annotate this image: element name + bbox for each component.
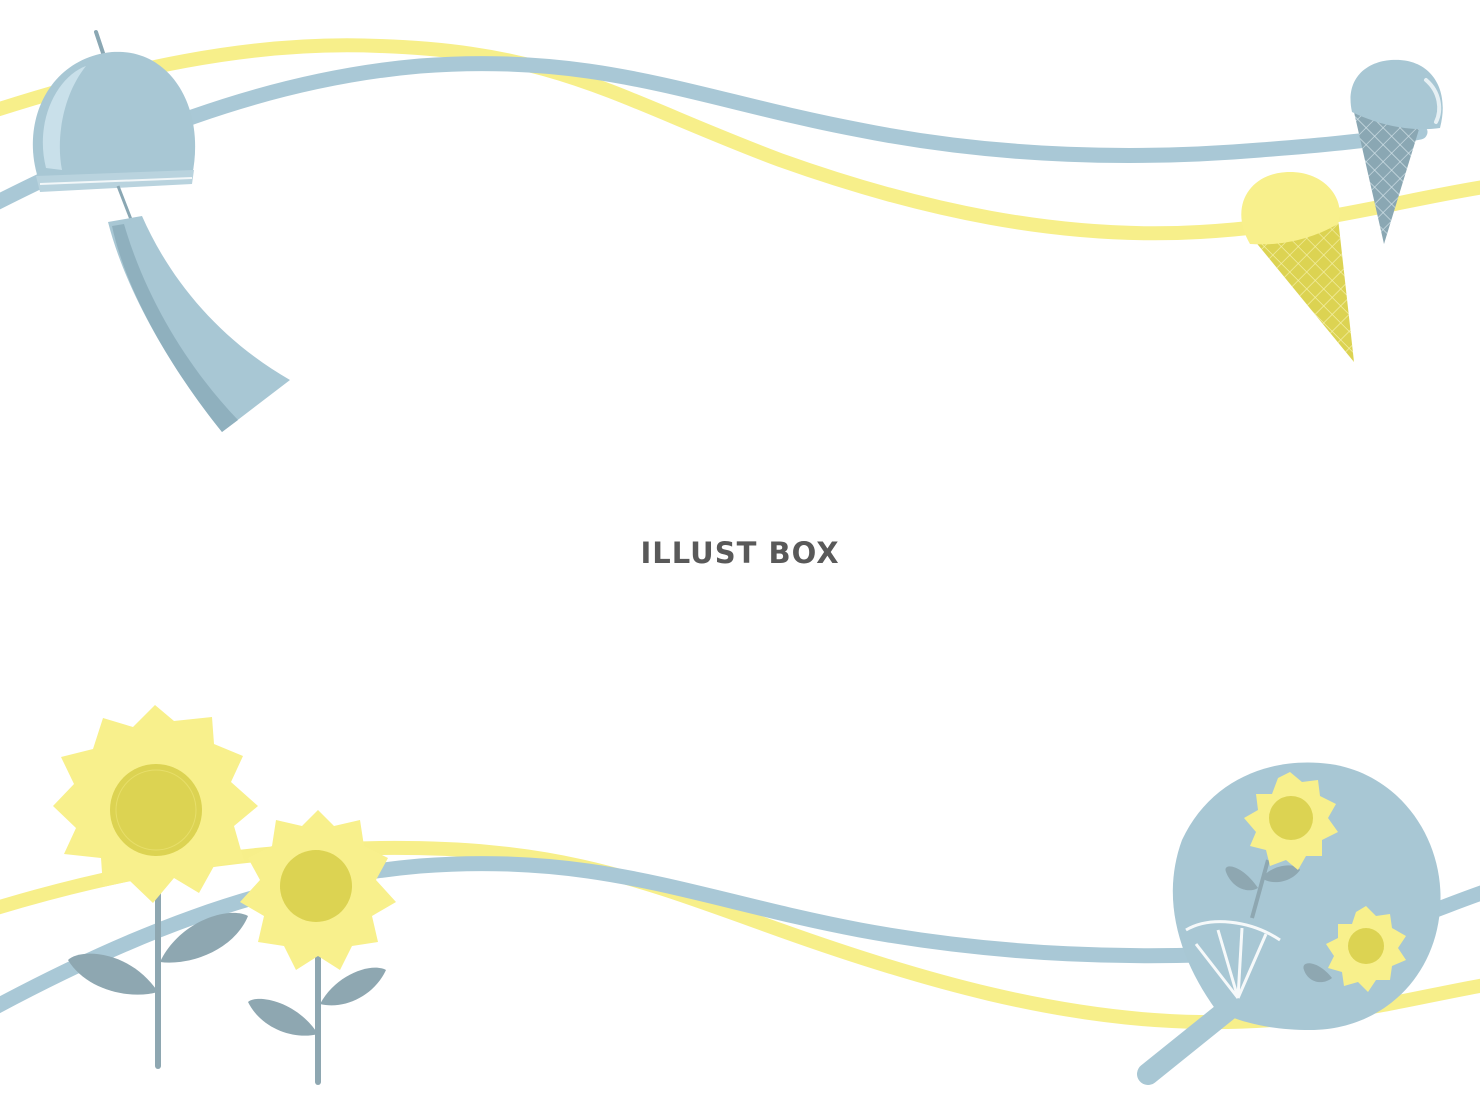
sunflower-small [240,810,396,1085]
ice-cream-blue [1350,59,1443,244]
top-blue-ribbon [0,56,1428,210]
paper-fan-uchiwa [1137,762,1441,1085]
wind-chime [32,30,290,432]
watermark-text: ILLUST BOX [640,536,840,570]
sunflower-large [53,705,258,1069]
ice-cream-yellow [1241,172,1354,362]
